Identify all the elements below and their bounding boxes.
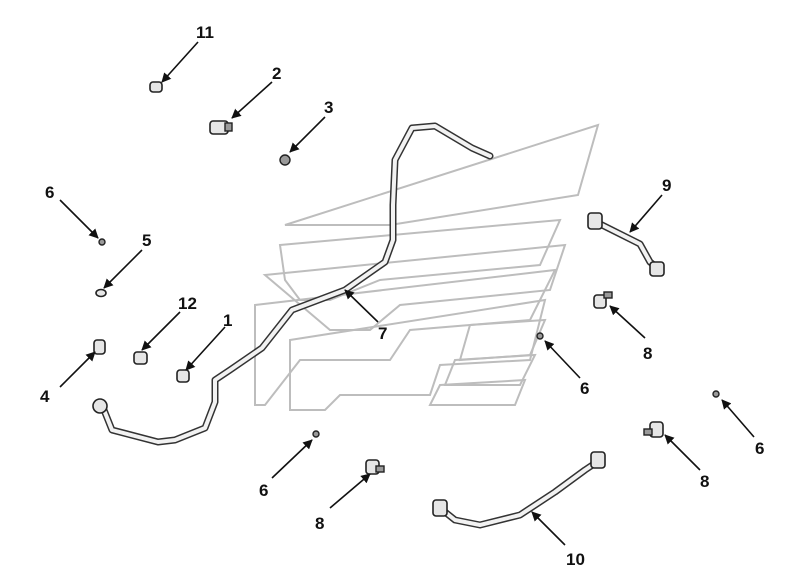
callout-labels: 11 2 3 6 5 12 1 4 7 9 8 6 6 8 6 8 10 (40, 23, 764, 569)
part-8-bolt-c (365, 459, 385, 475)
label-8a: 8 (643, 344, 652, 363)
part-6-washer-a (98, 238, 106, 246)
part-12-plug (133, 351, 148, 365)
part-2-fitting (209, 120, 233, 135)
part-1-clamp (176, 369, 190, 383)
part-3-fitting (279, 154, 291, 166)
pipe-9 (587, 212, 665, 277)
part-8-bolt-a (593, 291, 613, 309)
label-4: 4 (40, 387, 50, 406)
label-5: 5 (142, 231, 151, 250)
label-9: 9 (662, 176, 671, 195)
label-2: 2 (272, 64, 281, 83)
part-8-bolt-b (643, 421, 664, 438)
part-6-washer-c (712, 390, 720, 398)
label-11: 11 (196, 23, 214, 42)
label-6b: 6 (580, 379, 589, 398)
part-6-washer-d (312, 430, 320, 438)
leader-arrows (59, 41, 755, 546)
pipe-10 (432, 451, 606, 529)
part-4-nut (93, 339, 106, 355)
label-8c: 8 (315, 514, 324, 533)
label-8b: 8 (700, 472, 709, 491)
label-1: 1 (223, 311, 232, 330)
label-7: 7 (378, 324, 387, 343)
label-12: 12 (178, 294, 197, 313)
label-6c: 6 (755, 439, 764, 458)
label-6a: 6 (45, 183, 54, 202)
label-6d: 6 (259, 481, 268, 500)
part-5-seal (95, 288, 107, 298)
label-10: 10 (566, 550, 585, 569)
pipe-7 (92, 122, 494, 446)
watermark-logo (254, 123, 600, 411)
label-3: 3 (324, 98, 333, 117)
part-11-fitting (149, 81, 163, 93)
part-6-washer-b (536, 332, 544, 340)
